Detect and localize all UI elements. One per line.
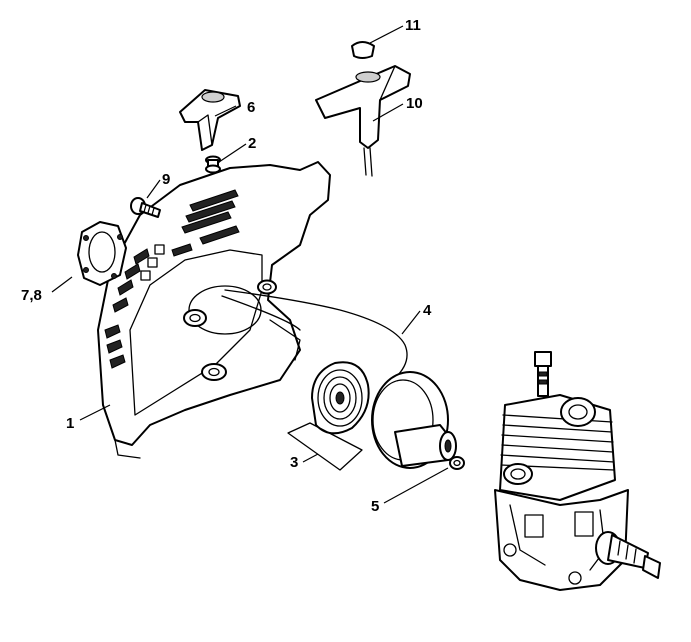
callout-4: 4 (423, 302, 432, 319)
starter-grip-large (315, 65, 411, 177)
starter-grip-small (179, 89, 241, 151)
housing-louvers (171, 189, 240, 257)
callout-6: 6 (247, 99, 255, 116)
washer-plate (77, 221, 127, 286)
callout-3: 3 (290, 454, 298, 471)
callout-10: 10 (406, 95, 423, 112)
circlip (449, 456, 465, 470)
callout-2: 2 (248, 135, 256, 152)
callout-11: 11 (405, 17, 421, 34)
starter-rope (221, 289, 408, 379)
callout-5: 5 (371, 498, 379, 515)
leader-lines (51, 25, 449, 504)
grip-cap (351, 41, 375, 59)
screw (130, 197, 161, 218)
engine-block (494, 351, 661, 591)
callout-9: 9 (162, 171, 170, 188)
callout-7-8: 7,8 (21, 287, 42, 304)
rewind-spring (287, 361, 370, 471)
fan-housing (97, 161, 331, 459)
housing-slots (104, 248, 150, 369)
rope-rotor (371, 371, 457, 469)
callout-1: 1 (66, 415, 74, 432)
callout-labels: 1 2 3 4 5 6 7,8 9 10 11 (21, 17, 432, 515)
grommet (205, 155, 221, 174)
